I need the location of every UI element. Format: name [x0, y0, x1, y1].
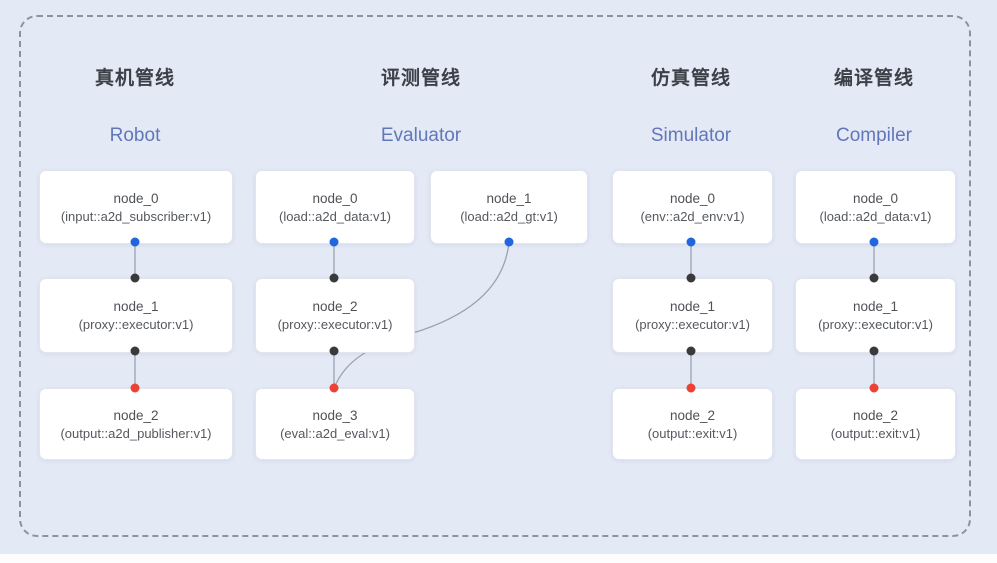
node-simulator-1: node_1 (proxy::executor:v1)	[612, 278, 773, 353]
node-type: (proxy::executor:v1)	[635, 317, 750, 332]
node-evaluator-1: node_1 (load::a2d_gt:v1)	[430, 170, 588, 244]
node-name: node_0	[669, 190, 716, 206]
node-type: (proxy::executor:v1)	[78, 317, 194, 332]
node-name: node_1	[669, 299, 716, 314]
node-robot-0: node_0 (input::a2d_subscriber:v1)	[39, 170, 233, 244]
node-name: node_3	[312, 407, 358, 423]
node-robot-2: node_2 (output::a2d_publisher:v1)	[39, 388, 233, 460]
node-type: (env::a2d_env:v1)	[640, 208, 745, 224]
pipeline-title-en: Robot	[109, 125, 161, 146]
pipeline-header-compiler: 编译管线	[764, 63, 984, 90]
node-name: node_1	[852, 299, 899, 314]
node-type: (proxy::executor:v1)	[818, 317, 933, 332]
node-type: (eval::a2d_eval:v1)	[280, 425, 390, 441]
pipeline-title-cn: 真机管线	[94, 68, 175, 89]
node-name: node_0	[113, 190, 159, 206]
pipeline-title-en: Compiler	[835, 125, 913, 146]
node-type: (output::exit:v1)	[647, 425, 738, 441]
pipeline-header-simulator: 仿真管线	[581, 63, 801, 90]
node-robot-1: node_1 (proxy::executor:v1)	[39, 278, 233, 353]
node-evaluator-0: node_0 (load::a2d_data:v1)	[255, 170, 415, 244]
dashed-border-frame	[19, 15, 971, 537]
node-name: node_2	[113, 407, 159, 423]
node-evaluator-3: node_3 (eval::a2d_eval:v1)	[255, 388, 415, 460]
node-name: node_0	[312, 190, 358, 206]
node-simulator-2: node_2 (output::exit:v1)	[612, 388, 773, 460]
bottom-edge-strip	[0, 554, 997, 563]
pipeline-subtitle-robot: Robot	[25, 125, 245, 147]
node-name: node_1	[486, 190, 532, 206]
pipeline-subtitle-evaluator: Evaluator	[311, 125, 531, 147]
pipeline-title-cn: 仿真管线	[650, 68, 731, 89]
node-name: node_0	[852, 190, 899, 206]
node-name: node_2	[669, 407, 716, 423]
node-name: node_2	[852, 407, 899, 423]
node-type: (output::exit:v1)	[830, 425, 921, 441]
node-compiler-2: node_2 (output::exit:v1)	[795, 388, 956, 460]
node-type: (load::a2d_data:v1)	[278, 208, 392, 224]
pipeline-title-cn: 编译管线	[833, 68, 914, 89]
node-name: node_2	[312, 299, 358, 314]
node-evaluator-2: node_2 (proxy::executor:v1)	[255, 278, 415, 353]
pipeline-title-en: Evaluator	[380, 125, 462, 146]
pipeline-title-cn: 评测管线	[380, 68, 461, 89]
node-compiler-1: node_1 (proxy::executor:v1)	[795, 278, 956, 353]
pipeline-title-en: Simulator	[650, 125, 732, 146]
node-type: (output::a2d_publisher:v1)	[60, 425, 212, 441]
node-type: (input::a2d_subscriber:v1)	[60, 208, 212, 224]
node-name: node_1	[113, 299, 159, 314]
node-simulator-0: node_0 (env::a2d_env:v1)	[612, 170, 773, 244]
node-type: (load::a2d_data:v1)	[819, 208, 932, 224]
node-type: (proxy::executor:v1)	[277, 317, 393, 332]
pipeline-subtitle-compiler: Compiler	[764, 125, 984, 147]
pipeline-header-evaluator: 评测管线	[311, 63, 531, 90]
node-compiler-0: node_0 (load::a2d_data:v1)	[795, 170, 956, 244]
node-type: (load::a2d_gt:v1)	[460, 208, 558, 224]
pipeline-header-robot: 真机管线	[25, 63, 245, 90]
pipeline-subtitle-simulator: Simulator	[581, 125, 801, 147]
